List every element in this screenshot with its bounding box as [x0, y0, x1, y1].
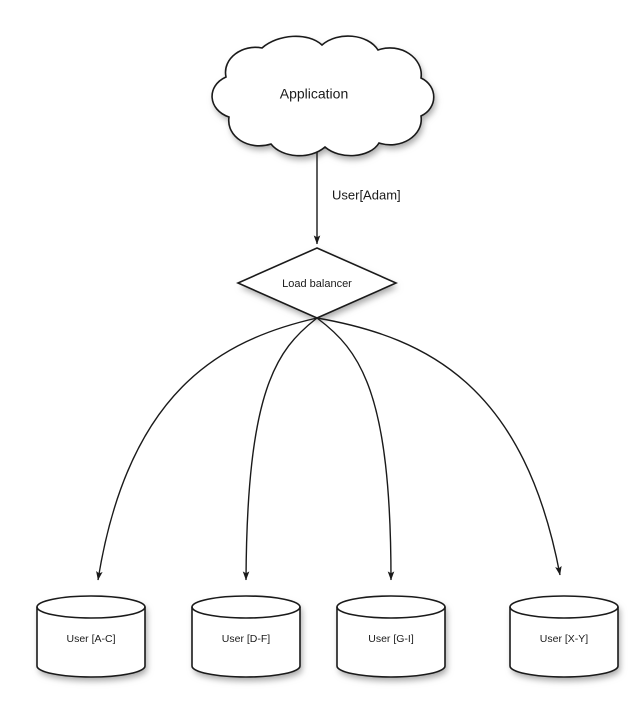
edge-to-db-1	[96, 317, 318, 581]
node-database-4[interactable]: User [X-Y]	[509, 595, 619, 678]
edge-to-db-3	[316, 317, 395, 581]
database-label: User [A-C]	[66, 633, 115, 645]
node-database-1[interactable]: User [A-C]	[36, 595, 146, 678]
node-load-balancer[interactable]: Load balancer	[236, 247, 398, 319]
database-label: User [X-Y]	[540, 633, 589, 645]
database-label: User [D-F]	[222, 633, 270, 645]
database-label: User [G-I]	[368, 633, 414, 645]
edge-to-db-2	[242, 317, 318, 581]
node-application-cloud[interactable]: Application	[211, 35, 435, 157]
edges-load-balancer-to-databases	[96, 317, 562, 581]
edge-to-db-4	[316, 317, 562, 576]
node-database-2[interactable]: User [D-F]	[191, 595, 301, 678]
load-balancer-label: Load balancer	[282, 278, 352, 290]
edge-application-to-load-balancer: User[Adam]	[313, 152, 401, 245]
edge-label-user-adam: User[Adam]	[332, 187, 401, 202]
cloud-label: Application	[280, 86, 349, 102]
node-database-3[interactable]: User [G-I]	[336, 595, 446, 678]
